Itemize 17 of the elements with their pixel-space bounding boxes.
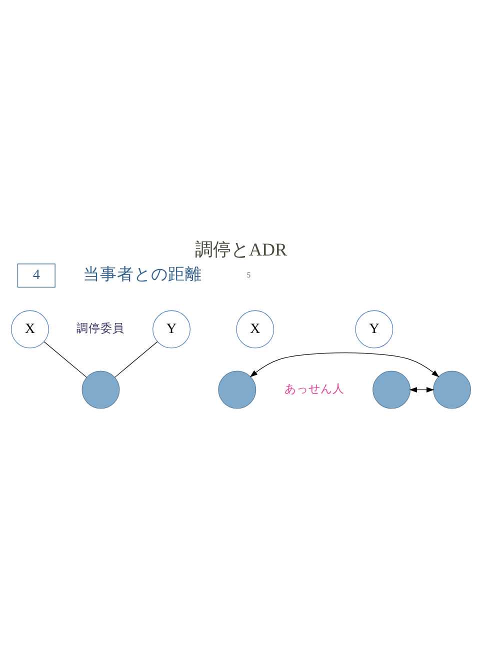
connector — [44, 340, 87, 378]
label: 調停委員 — [76, 322, 125, 335]
node-circle: X — [10, 310, 49, 348]
node-circle — [82, 370, 120, 408]
label: あっせん人 — [284, 382, 344, 396]
node-circle — [433, 370, 472, 408]
arrow — [250, 352, 440, 377]
node-circle — [218, 370, 256, 408]
arrow — [409, 386, 434, 392]
node-circle: Y — [355, 310, 394, 348]
connector — [114, 340, 158, 378]
node-circle — [372, 370, 411, 408]
node-box: 4 — [17, 263, 56, 287]
diagram-title: 調停とADR — [194, 239, 288, 260]
label: 当事者との距離 — [83, 264, 202, 284]
node-circle: Y — [152, 310, 190, 348]
node-circle: X — [236, 310, 274, 348]
